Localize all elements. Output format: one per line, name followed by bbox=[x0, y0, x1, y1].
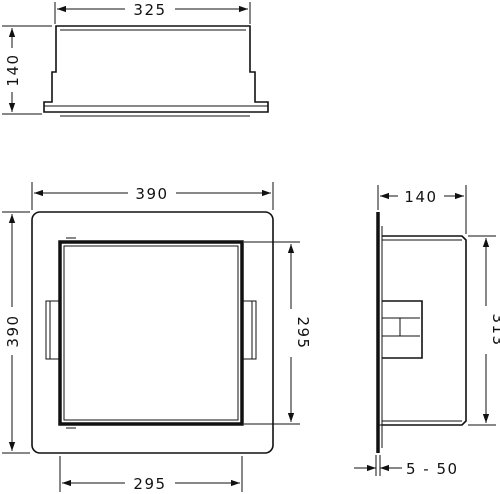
inner-height-label: 295 bbox=[294, 316, 312, 349]
front-width-label-bg bbox=[128, 184, 176, 202]
side-height-label: 313 bbox=[489, 313, 500, 346]
front-view-opening bbox=[58, 240, 244, 426]
wall-thickness-label: 5 - 50 bbox=[406, 460, 459, 478]
front-view-clamp-left bbox=[45, 300, 61, 360]
side-view: 140 313 5 - 50 bbox=[354, 185, 500, 478]
top-view: 325 140 bbox=[2, 0, 269, 117]
side-height-label-bg bbox=[478, 306, 496, 354]
inner-height-label-bg bbox=[283, 309, 301, 357]
top-width-label-bg bbox=[125, 0, 175, 18]
side-depth-label-bg bbox=[398, 187, 444, 205]
front-view-clamp-right bbox=[241, 300, 257, 360]
top-width-label: 325 bbox=[133, 1, 166, 19]
front-view-opening-inner bbox=[63, 245, 239, 421]
top-depth-label: 140 bbox=[4, 53, 22, 86]
top-depth-label-bg bbox=[4, 48, 21, 92]
top-view-box-outline bbox=[43, 25, 269, 113]
front-height-label: 390 bbox=[4, 314, 22, 347]
side-view-clamp bbox=[382, 300, 423, 359]
inner-width-label-bg bbox=[125, 474, 175, 492]
side-depth-label: 140 bbox=[404, 188, 437, 206]
front-view-frame bbox=[31, 211, 274, 454]
side-view-body bbox=[382, 235, 467, 426]
inner-width-label: 295 bbox=[133, 475, 166, 493]
front-width-label: 390 bbox=[135, 185, 168, 203]
front-height-label-bg bbox=[3, 307, 21, 355]
front-view: 390 390 295 295 bbox=[2, 182, 312, 493]
